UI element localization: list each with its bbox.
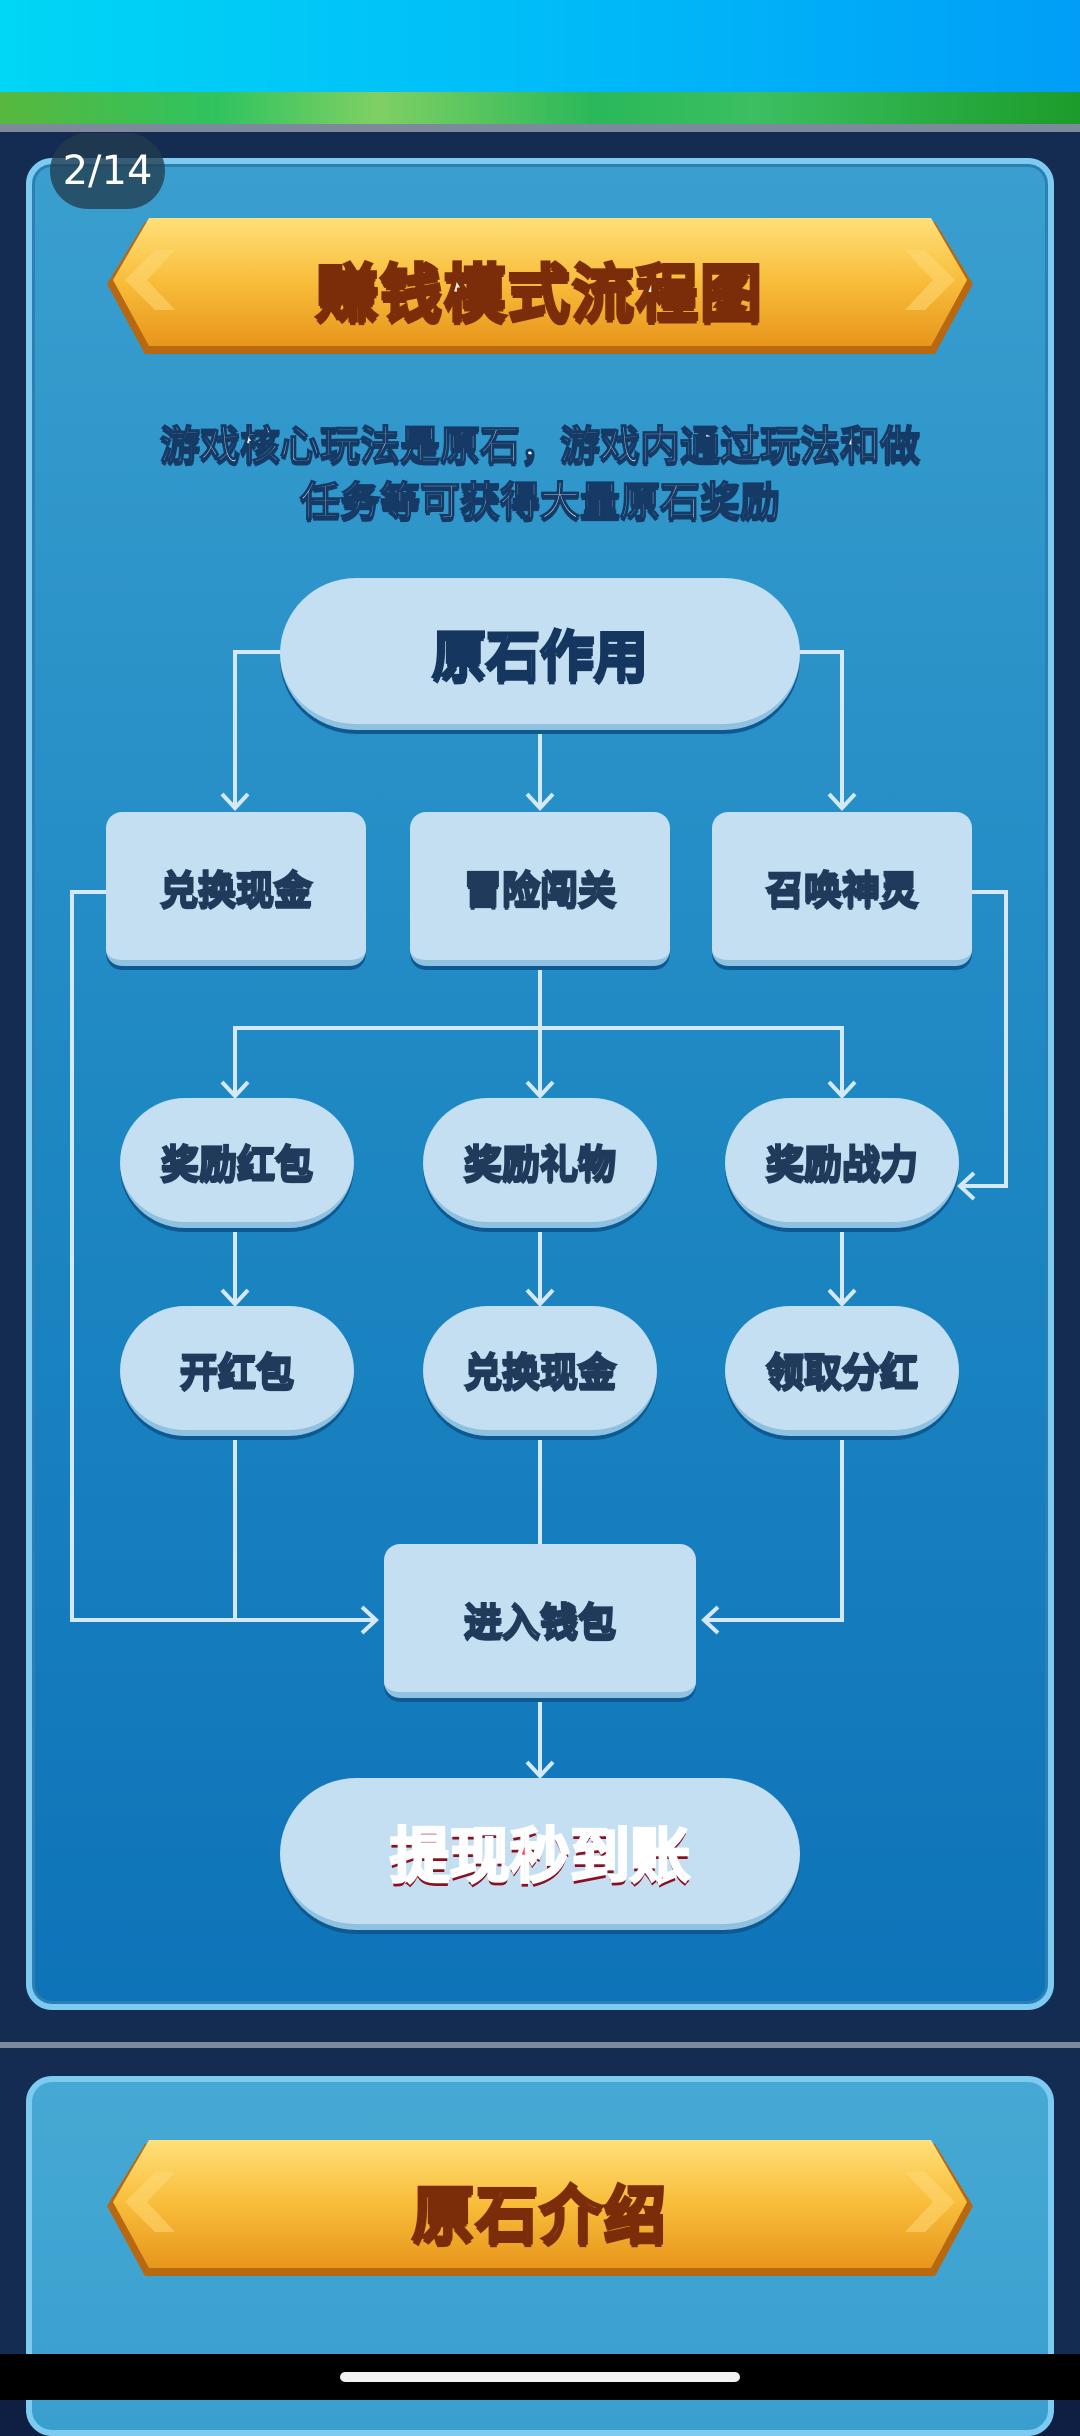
node-exchange-cash-label: 兑换现金 [159, 867, 313, 913]
node-reward-gift-label: 奖励礼物 [463, 1141, 617, 1187]
node-exchange-cash-2-label: 兑换现金 [463, 1349, 617, 1395]
node-open-redpacket: 开红包 [120, 1306, 354, 1436]
node-adventure-label: 冒险闯关 [463, 867, 617, 913]
arrowhead [525, 792, 555, 811]
node-exchange-cash-2: 兑换现金 [423, 1306, 657, 1436]
node-reward-redpacket: 奖励红包 [120, 1098, 354, 1228]
node-final: 提现秒到账 [280, 1778, 800, 1930]
flowchart-title: 赚钱模式流程图 [314, 256, 764, 332]
arrowhead [525, 1288, 555, 1307]
arrowhead [827, 1288, 857, 1307]
node-wallet-label: 进入钱包 [463, 1599, 617, 1645]
arrowhead [827, 792, 857, 811]
node-reward-power: 奖励战力 [725, 1098, 959, 1228]
node-root-label: 原石作用 [431, 623, 650, 689]
section-separator [0, 2042, 1080, 2048]
arrowhead [957, 1171, 976, 1201]
arrowhead [827, 1080, 857, 1099]
arrowhead [220, 1080, 250, 1099]
connector-summon-to-power [960, 890, 1008, 1188]
connector-exchange-to-wallet [70, 890, 374, 1622]
connector-root-to-exchange [233, 650, 282, 808]
arrowhead [525, 1760, 555, 1779]
node-summon-label: 召唤神灵 [765, 867, 919, 913]
stone-intro-title-banner: 原石介绍 [105, 2136, 975, 2284]
banner-ribbon-icon [107, 2140, 973, 2276]
node-root: 原石作用 [280, 578, 800, 730]
banner-ribbon-icon [107, 218, 973, 354]
node-final-label: 提现秒到账 [389, 1820, 692, 1893]
connector-dividend-to-wallet [706, 1434, 844, 1622]
intro-line-1: 游戏核心玩法是原石，游戏内通过玩法和做 [159, 422, 921, 470]
connector-reward-bar [233, 1026, 844, 1096]
node-reward-redpacket-label: 奖励红包 [160, 1141, 314, 1187]
page-indicator: 2/14 [50, 133, 165, 209]
intro-text: 游戏核心玩法是原石，游戏内通过玩法和做 任务等可获得大量原石奖励 [90, 418, 990, 530]
arrowhead [525, 1080, 555, 1099]
arrowhead [360, 1605, 379, 1635]
node-open-redpacket-label: 开红包 [179, 1349, 295, 1395]
node-reward-gift: 奖励礼物 [423, 1098, 657, 1228]
node-reward-power-label: 奖励战力 [765, 1141, 919, 1187]
node-exchange-cash: 兑换现金 [106, 812, 366, 966]
intro-line-2: 任务等可获得大量原石奖励 [299, 478, 781, 526]
arrowhead [220, 792, 250, 811]
node-claim-dividend: 领取分红 [725, 1306, 959, 1436]
stone-intro-title: 原石介绍 [410, 2178, 668, 2254]
node-adventure: 冒险闯关 [410, 812, 670, 966]
home-indicator[interactable] [340, 2372, 740, 2382]
node-wallet: 进入钱包 [384, 1544, 696, 1698]
node-summon: 召唤神灵 [712, 812, 972, 966]
top-grass-strip [0, 92, 1080, 126]
top-separator [0, 124, 1080, 132]
arrowhead [220, 1288, 250, 1307]
node-claim-dividend-label: 领取分红 [765, 1349, 919, 1395]
top-sky-background [0, 0, 1080, 95]
flowchart-title-banner: 赚钱模式流程图 [105, 214, 975, 362]
connector-root-to-summon [798, 650, 844, 808]
arrowhead [701, 1605, 720, 1635]
